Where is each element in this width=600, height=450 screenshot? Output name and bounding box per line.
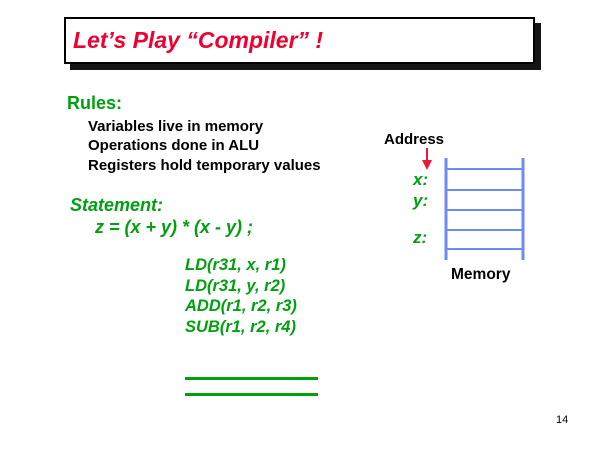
- assembly-line: LD(r31, y, r2): [185, 276, 286, 295]
- memory-label: Memory: [451, 266, 511, 283]
- statement-expression: z = (x + y) * (x - y) ;: [95, 217, 254, 237]
- memory-cell-label-y: y:: [413, 191, 429, 210]
- slide-title: Let’s Play “Compiler” !: [73, 27, 324, 53]
- rules-list: Variables live in memory Operations done…: [88, 117, 321, 175]
- address-down-arrow-icon: [422, 148, 432, 170]
- assembly-code-block: LD(r31, x, r1) LD(r31, y, r2) ADD(r1, r2…: [185, 255, 297, 337]
- rules-heading: Rules:: [67, 93, 123, 113]
- assembly-line: ADD(r1, r2, r3): [185, 297, 297, 316]
- memory-ladder-diagram: [444, 158, 525, 260]
- statement-heading: Statement:: [70, 195, 164, 215]
- memory-cell-label-x: x:: [413, 170, 429, 189]
- rule-item: Operations done in ALU: [88, 137, 260, 155]
- rule-item: Registers hold temporary values: [88, 156, 321, 174]
- rule-item: Variables live in memory: [88, 118, 264, 135]
- page-number: 14: [556, 414, 569, 426]
- blank-answer-line: [185, 377, 318, 380]
- address-label: Address: [384, 131, 445, 148]
- title-box: Let’s Play “Compiler” !: [64, 17, 535, 64]
- assembly-line: LD(r31, x, r1): [185, 256, 286, 274]
- assembly-line: SUB(r1, r2, r4): [185, 317, 296, 336]
- blank-answer-line: [185, 393, 318, 396]
- memory-cell-label-z: z:: [413, 228, 428, 247]
